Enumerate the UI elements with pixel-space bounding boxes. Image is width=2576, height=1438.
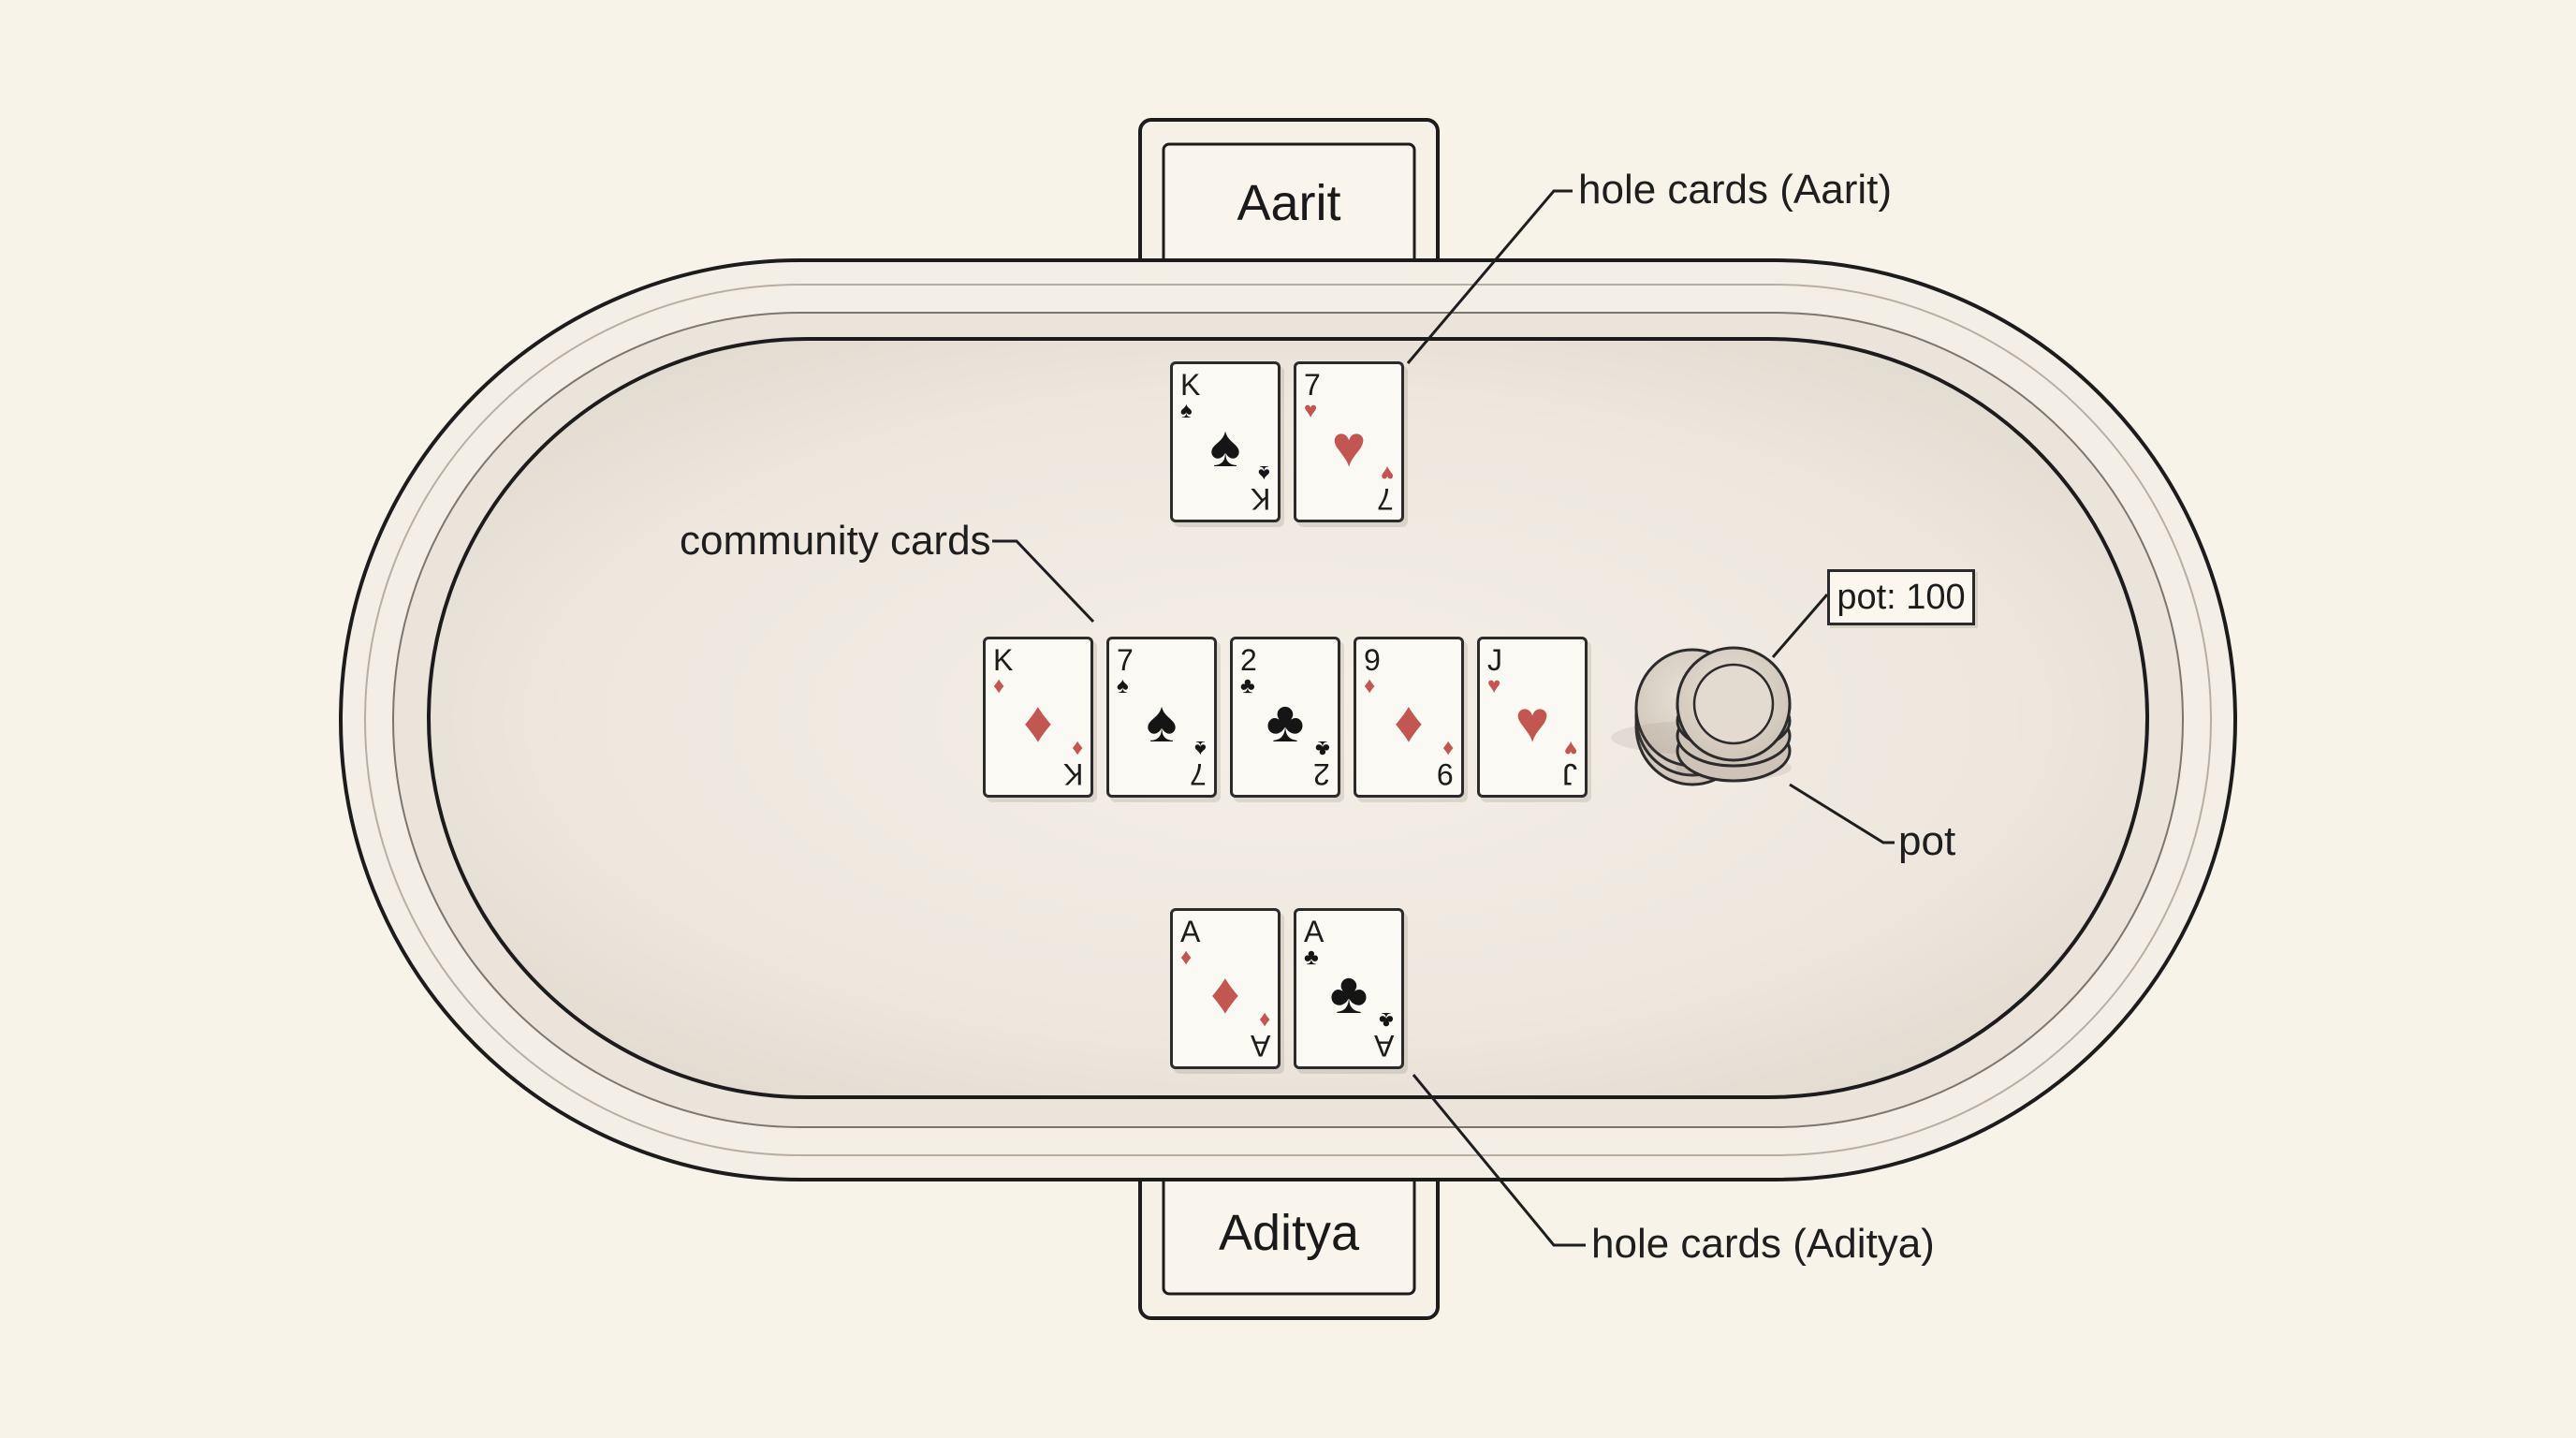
card-rank: K xyxy=(1062,757,1083,791)
label-hole-cards-aditya: hole cards (Aditya) xyxy=(1591,1221,1935,1267)
spade-icon: ♠ xyxy=(1209,415,1241,479)
diamond-icon: ♦ xyxy=(1023,690,1053,755)
spade-icon: ♠ xyxy=(1258,461,1270,486)
label-pot: pot xyxy=(1898,818,1956,864)
leader-lines xyxy=(992,189,1895,1247)
card-rank: 2 xyxy=(1313,757,1330,791)
community-card-2: 7♠♠♠7 xyxy=(1106,637,1217,798)
card-rank: A xyxy=(1250,1029,1270,1063)
aditya-hole-card-1: A♦♦♦A xyxy=(1170,908,1281,1069)
community-card-1: K♦♦♦K xyxy=(983,637,1093,798)
leader-community-cards xyxy=(992,539,1095,624)
diamond-icon: ♦ xyxy=(993,673,1005,698)
card-rank: K xyxy=(1180,368,1201,402)
club-icon: ♣ xyxy=(1266,690,1305,755)
label-hole-cards-aarit: hole cards (Aarit) xyxy=(1578,167,1893,213)
diamond-icon: ♦ xyxy=(1258,1007,1270,1033)
spade-icon: ♠ xyxy=(1194,736,1207,761)
diamond-icon: ♦ xyxy=(1364,673,1376,698)
pot-value-box: pot: 100 xyxy=(1827,569,1975,625)
diamond-icon: ♦ xyxy=(1071,736,1083,761)
leader-pot-value xyxy=(1771,594,1829,658)
card-rank: 2 xyxy=(1240,643,1257,677)
card-rank: K xyxy=(1250,482,1270,516)
card-rank: 7 xyxy=(1377,482,1394,516)
card-rank: 9 xyxy=(1437,757,1454,791)
heart-icon: ♥ xyxy=(1515,690,1550,755)
diamond-icon: ♦ xyxy=(1210,961,1240,1026)
card-rank: A xyxy=(1373,1029,1394,1063)
leader-hole-cards-aarit xyxy=(1406,189,1573,364)
label-community-cards: community cards xyxy=(680,518,991,564)
club-icon: ♣ xyxy=(1240,673,1255,698)
card-rank: J xyxy=(1562,757,1577,791)
community-card-5: J♥♥♥J xyxy=(1477,637,1588,798)
club-icon: ♣ xyxy=(1379,1007,1394,1033)
spade-icon: ♠ xyxy=(1180,398,1193,423)
card-rank: A xyxy=(1304,915,1325,948)
club-icon: ♣ xyxy=(1304,945,1319,970)
seat-tab-top xyxy=(1138,118,1440,290)
leader-hole-cards-aditya xyxy=(1412,1074,1586,1247)
leader-pot xyxy=(1789,783,1895,844)
heart-icon: ♥ xyxy=(1487,673,1501,698)
diamond-icon: ♦ xyxy=(1394,690,1424,755)
seat-name-aditya: Aditya xyxy=(1218,1205,1360,1261)
pot-chip-stack xyxy=(1611,646,1792,786)
card-rank: A xyxy=(1180,915,1201,948)
heart-icon: ♥ xyxy=(1380,461,1394,486)
card-rank: 7 xyxy=(1117,643,1134,677)
aarit-hole-card-2: 7♥♥♥7 xyxy=(1294,361,1404,522)
community-card-3: 2♣♣♣2 xyxy=(1230,637,1340,798)
aditya-hole-card-2: A♣♣♣A xyxy=(1294,908,1404,1069)
heart-icon: ♥ xyxy=(1304,398,1318,423)
club-icon: ♣ xyxy=(1329,961,1368,1026)
diamond-icon: ♦ xyxy=(1180,945,1193,970)
card-rank: 7 xyxy=(1190,757,1207,791)
aarit-hole-card-1: K♠♠♠K xyxy=(1170,361,1281,522)
seat-tab-bottom xyxy=(1138,1148,1440,1320)
spade-icon: ♠ xyxy=(1117,673,1129,698)
heart-icon: ♥ xyxy=(1331,415,1367,479)
card-rank: 7 xyxy=(1304,368,1321,402)
club-icon: ♣ xyxy=(1315,736,1330,761)
seat-name-aarit: Aarit xyxy=(1237,175,1341,231)
card-rank: J xyxy=(1487,643,1502,677)
community-card-4: 9♦♦♦9 xyxy=(1354,637,1464,798)
card-rank: 9 xyxy=(1364,643,1381,677)
heart-icon: ♥ xyxy=(1563,736,1577,761)
card-rank: K xyxy=(993,643,1014,677)
diamond-icon: ♦ xyxy=(1442,736,1454,761)
spade-icon: ♠ xyxy=(1146,690,1178,755)
